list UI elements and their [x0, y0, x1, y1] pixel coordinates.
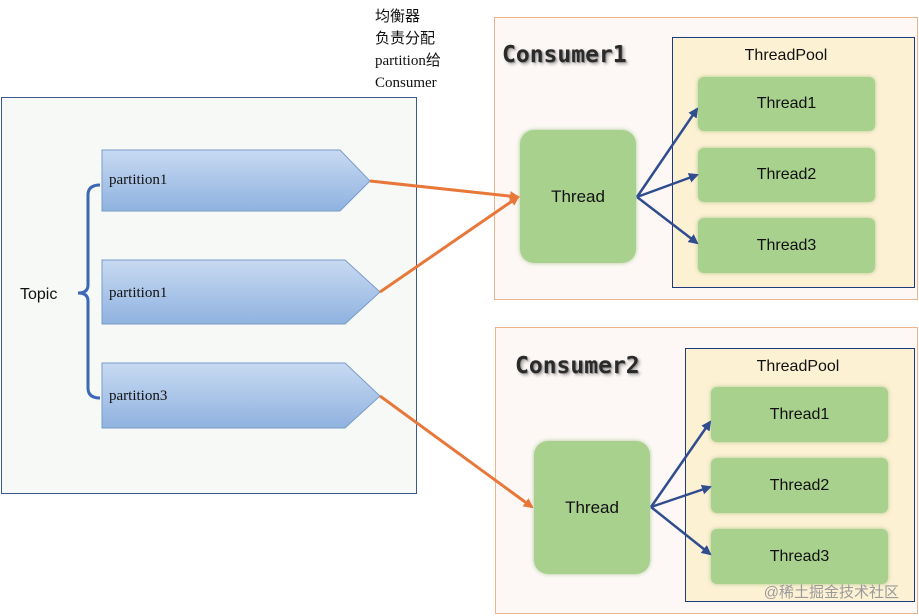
consumer-2-threadpool-title: ThreadPool	[756, 358, 840, 375]
partition-label-2: partition1	[109, 285, 168, 301]
consumer-1-title: Consumer1	[502, 42, 627, 68]
consumer-1-threadpool-title: ThreadPool	[744, 47, 828, 64]
partition-shape-2	[101, 259, 381, 325]
balancer-note-line-1: 均衡器	[375, 9, 421, 25]
dispatch-arrow-c2-t1	[649, 420, 712, 508]
balancer-note-line-4: Consumer	[375, 75, 437, 91]
dispatch-arrow-c2-t3	[650, 506, 712, 556]
consumer-2-pool-thread-2: Thread2	[711, 458, 888, 513]
consumer-1-pool-thread-2: Thread2	[698, 148, 875, 202]
dispatch-arrow-c2-t2	[650, 484, 712, 509]
assign-arrow-p1-c1	[369, 179, 520, 202]
watermark: @稀土掘金技术社区	[763, 584, 899, 601]
balancer-note-line-2: 负责分配	[375, 31, 436, 47]
consumer-1-thread: Thread	[520, 130, 636, 263]
dispatch-arrow-c1-t3	[636, 196, 699, 245]
consumer-2-thread: Thread	[534, 441, 650, 574]
partition-label-3: partition3	[109, 388, 168, 404]
topic-label: Topic	[20, 286, 58, 303]
partition-shape-1	[101, 149, 371, 212]
consumer-2-title: Consumer2	[515, 353, 640, 379]
consumer-1-pool-thread-3: Thread3	[698, 218, 875, 273]
partition-shape-3	[101, 362, 381, 429]
brace-path	[77, 183, 101, 400]
balancer-note-line-3: partition给	[375, 53, 441, 69]
consumer-2-pool-thread-1: Thread1	[711, 387, 888, 442]
consumer-1-pool-thread-1: Thread1	[698, 77, 875, 131]
dispatch-arrow-c1-t1	[635, 107, 699, 198]
partition-label-1: partition1	[109, 172, 168, 188]
dispatch-arrow-c1-t2	[636, 173, 699, 199]
balancer-note: 均衡器 负责分配 partition给 Consumer	[375, 6, 441, 94]
assign-arrow-p2-c1	[379, 195, 520, 294]
assign-arrow-p3-c2	[379, 394, 534, 509]
consumer-2-pool-thread-3: Thread3	[711, 529, 888, 584]
